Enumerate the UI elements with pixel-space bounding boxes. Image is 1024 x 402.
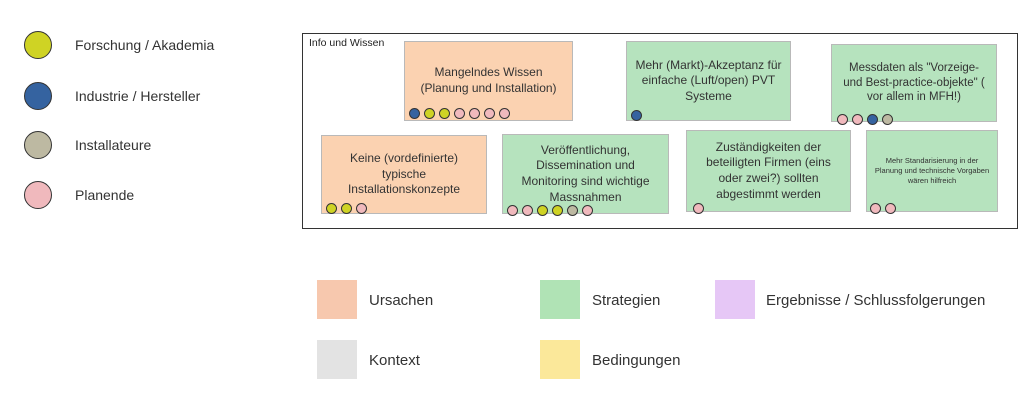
stakeholder-dot-planende bbox=[837, 114, 848, 125]
stakeholder-dot-forschung bbox=[537, 205, 548, 216]
legend-swatch-bedingungen bbox=[540, 340, 580, 379]
stakeholder-dot-planende bbox=[454, 108, 465, 119]
note-mangelndes-wissen[interactable]: Mangelndes Wissen (Planung und Installat… bbox=[404, 41, 573, 121]
note-text: Zuständigkeiten der beteiligten Firmen (… bbox=[706, 139, 831, 201]
stakeholder-dot-planende bbox=[484, 108, 495, 119]
stakeholder-dot-industrie bbox=[631, 110, 642, 121]
legend-label-industrie: Industrie / Hersteller bbox=[75, 88, 201, 104]
stakeholder-dot-planende bbox=[870, 203, 881, 214]
legend-swatch-ergebnisse bbox=[715, 280, 755, 319]
stakeholder-dot-planende bbox=[693, 203, 704, 214]
note-text: Keine (vordefinierte) typische Installat… bbox=[347, 151, 461, 197]
note-messdaten[interactable]: Messdaten als "Vorzeige- und Best-practi… bbox=[831, 44, 997, 122]
legend-circle-planende bbox=[24, 181, 52, 209]
stakeholder-dot-industrie bbox=[867, 114, 878, 125]
legend-label-planende: Planende bbox=[75, 187, 135, 203]
stakeholder-dot-forschung bbox=[424, 108, 435, 119]
note-text: Veröffentlichung, Dissemination und Moni… bbox=[521, 142, 650, 204]
legend-swatch-ursachen bbox=[317, 280, 357, 319]
legend-label-bedingungen: Bedingungen bbox=[592, 352, 681, 369]
legend-circle-industrie bbox=[24, 82, 52, 110]
stakeholder-dot-planende bbox=[507, 205, 518, 216]
legend-circle-forschung bbox=[24, 31, 52, 59]
note-zustaendigkeiten[interactable]: Zuständigkeiten der beteiligten Firmen (… bbox=[686, 130, 851, 212]
stakeholder-dot-planende bbox=[499, 108, 510, 119]
stakeholder-dot-forschung bbox=[552, 205, 563, 216]
note-text: Mangelndes Wissen (Planung und Installat… bbox=[420, 65, 557, 95]
note-markt-akzeptanz[interactable]: Mehr (Markt)-Akzeptanz für einfache (Luf… bbox=[626, 41, 791, 121]
stakeholder-dot-planende bbox=[852, 114, 863, 125]
note-standarisierung[interactable]: Mehr Standarisierung in der Planung und … bbox=[866, 130, 998, 212]
legend-swatch-kontext bbox=[317, 340, 357, 379]
legend-label-forschung: Forschung / Akademia bbox=[75, 37, 215, 53]
note-installationskonzepte[interactable]: Keine (vordefinierte) typische Installat… bbox=[321, 135, 487, 214]
stakeholder-dot-planende bbox=[582, 205, 593, 216]
legend-circle-installateure bbox=[24, 131, 52, 159]
stakeholder-dot-planende bbox=[522, 205, 533, 216]
note-text: Mehr (Markt)-Akzeptanz für einfache (Luf… bbox=[635, 57, 782, 103]
stakeholder-dot-installateure bbox=[567, 205, 578, 216]
stakeholder-dot-forschung bbox=[439, 108, 450, 119]
stakeholder-dot-industrie bbox=[409, 108, 420, 119]
stakeholder-dot-forschung bbox=[326, 203, 337, 214]
legend-label-strategien: Strategien bbox=[592, 292, 661, 309]
stakeholder-dot-planende bbox=[469, 108, 480, 119]
stakeholder-dot-planende bbox=[885, 203, 896, 214]
note-text: Mehr Standarisierung in der Planung und … bbox=[874, 156, 990, 185]
frame-title: Info und Wissen bbox=[309, 37, 385, 49]
note-veroeffentlichung[interactable]: Veröffentlichung, Dissemination und Moni… bbox=[502, 134, 669, 214]
legend-label-kontext: Kontext bbox=[369, 352, 420, 369]
legend-label-ergebnisse: Ergebnisse / Schlussfolgerungen bbox=[766, 292, 986, 309]
stakeholder-dot-forschung bbox=[341, 203, 352, 214]
legend-swatch-strategien bbox=[540, 280, 580, 319]
legend-label-ursachen: Ursachen bbox=[369, 292, 434, 309]
note-text: Messdaten als "Vorzeige- und Best-practi… bbox=[843, 61, 985, 104]
stakeholder-dot-planende bbox=[356, 203, 367, 214]
legend-label-installateure: Installateure bbox=[75, 137, 152, 153]
stakeholder-dot-installateure bbox=[882, 114, 893, 125]
